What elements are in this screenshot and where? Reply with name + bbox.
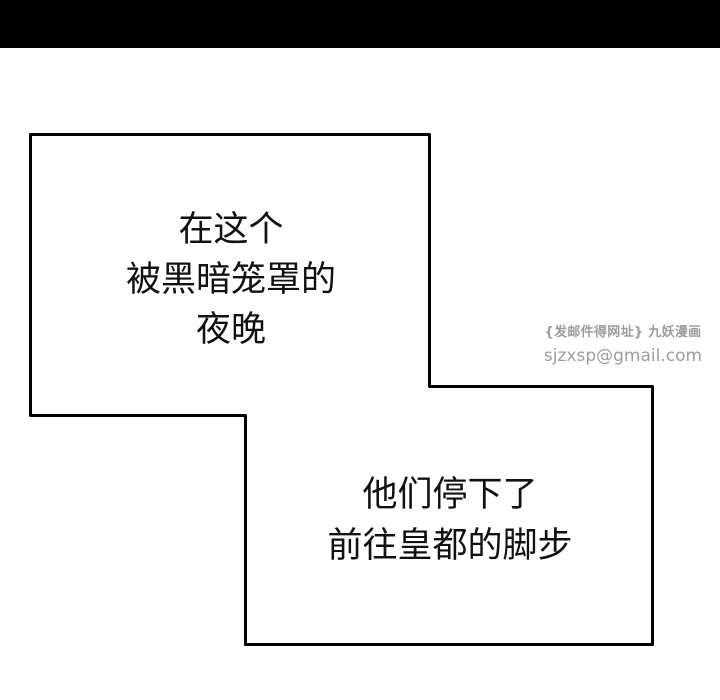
caption-line: 他们停下了 xyxy=(362,475,538,515)
caption-line: 在这个 xyxy=(178,210,284,250)
top-black-bar xyxy=(0,0,720,48)
watermark-site-name: {发邮件得网址} 九妖漫画 xyxy=(544,325,702,340)
caption-line: 夜晚 xyxy=(195,310,266,350)
caption-line: 被黑暗笼罩的 xyxy=(125,260,336,300)
caption-text-upper: 在这个 被黑暗笼罩的 夜晚 xyxy=(80,205,382,355)
watermark-email: sjzxsp@gmail.com xyxy=(543,346,703,366)
caption-line: 前往皇都的脚步 xyxy=(327,526,573,566)
caption-text-lower: 他们停下了 前往皇都的脚步 xyxy=(280,470,620,572)
watermark: {发邮件得网址} 九妖漫画 sjzxsp@gmail.com xyxy=(528,324,718,368)
